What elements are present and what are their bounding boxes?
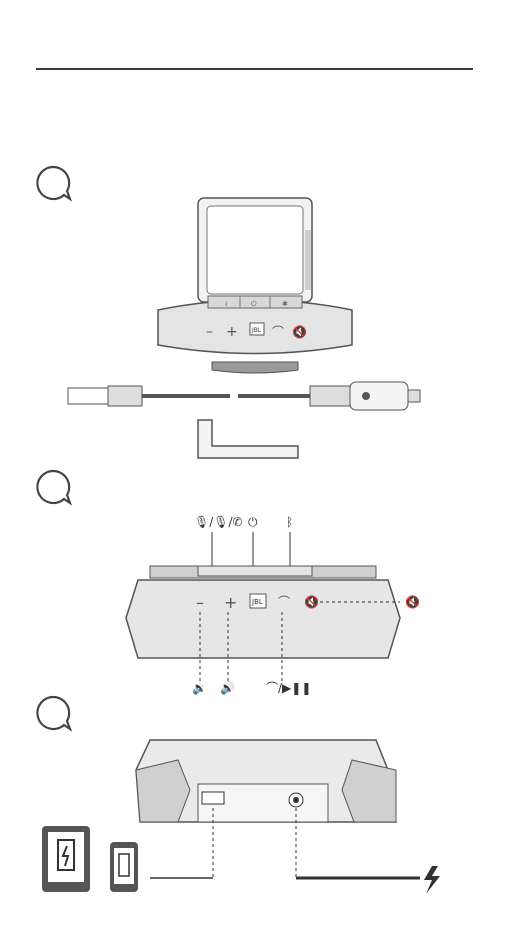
play-pause-icon: ⌒/▶❚❚	[266, 681, 311, 695]
mute-icon: 🔇	[405, 595, 420, 609]
volume-up-icon: 🔊	[220, 680, 235, 695]
speech-bubble-icon	[34, 694, 72, 732]
controls-diagram: 🎙/🎙/✆ ⏻ ᛒ – + JBL ⌒ 🔇 🔇 🔉 🔊 ⌒/▶❚❚	[120, 510, 430, 695]
svg-text:⌒: ⌒	[272, 325, 284, 339]
svg-text:–: –	[206, 324, 213, 340]
svg-text:JBL: JBL	[251, 327, 262, 334]
mic-icon: 🎙/🎙/✆	[194, 515, 243, 529]
svg-text:⏻: ⏻	[251, 300, 257, 308]
svg-text:ᚼ: ᚼ	[224, 300, 228, 308]
svg-text:🔇: 🔇	[304, 595, 319, 609]
svg-text:⌒: ⌒	[278, 595, 290, 609]
svg-text:+: +	[226, 324, 238, 340]
tablet-device	[198, 198, 312, 302]
speech-bubble-icon	[34, 468, 72, 506]
in-the-box-illustration: ᚼ ⏻ ✱ – + JBL ⌒ 🔇	[60, 190, 450, 465]
svg-text:–: –	[196, 593, 204, 612]
lightning-icon	[424, 866, 440, 894]
power-icon: ⏻	[248, 515, 258, 529]
svg-text:+: +	[224, 593, 237, 612]
bluetooth-icon: ᛒ	[286, 515, 293, 529]
svg-text:✱: ✱	[282, 300, 288, 308]
svg-text:🔇: 🔇	[292, 325, 307, 339]
header-rule	[36, 68, 473, 70]
svg-text:JBL: JBL	[251, 598, 263, 606]
connections-diagram	[40, 730, 460, 900]
car-charger-cable	[68, 382, 420, 410]
volume-down-icon: 🔉	[192, 681, 207, 695]
hex-key	[198, 420, 298, 458]
usb-port	[202, 792, 224, 804]
speaker-dock: ᚼ ⏻ ✱ – + JBL ⌒ 🔇	[158, 296, 352, 373]
